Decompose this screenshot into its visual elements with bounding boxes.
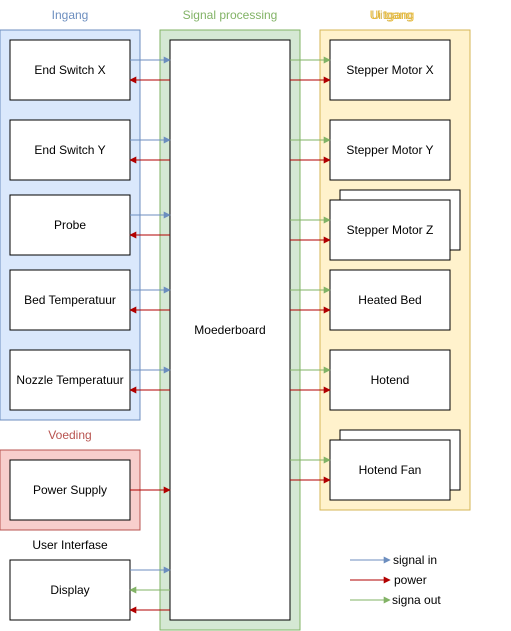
svg-text:Stepper Motor Y: Stepper Motor Y [346,143,433,157]
display-box: Display [9,559,131,621]
output-box-stepper-motor-z: Stepper Motor Z [329,189,461,261]
svg-text:Stepper Motor Z: Stepper Motor Z [347,223,434,237]
output-box-stepper-motor-x: Stepper Motor X [329,39,451,101]
svg-text:signal in: signal in [393,553,437,567]
output-box-hotend: Hotend [329,349,451,411]
svg-text:signa out: signa out [392,593,441,607]
svg-text:Nozzle Temperatuur: Nozzle Temperatuur [16,373,123,387]
input-box-probe: Probe [9,194,131,256]
svg-text:Heated Bed: Heated Bed [358,293,421,307]
input-box-bed-temperatuur: Bed Temperatuur [9,269,131,331]
uitgang-title-overlap: Ui tgang [370,8,415,22]
svg-text:power: power [394,573,427,587]
ingang-title: Ingang [52,8,89,22]
svg-text:End Switch Y: End Switch Y [34,143,105,157]
moederboard-box: Moederboard [169,39,291,621]
svg-text:End Switch X: End Switch X [34,63,105,77]
svg-text:Hotend Fan: Hotend Fan [359,463,422,477]
legend-item-signal-out: signa out [350,593,441,607]
power-supply-box: Power Supply [9,459,131,521]
signal-processing-title: Signal processing [183,8,278,22]
legend-item-signal-in: signal in [350,553,437,567]
svg-text:Power Supply: Power Supply [33,483,107,497]
voeding-title: Voeding [48,428,91,442]
legend: signal in power signa out [350,553,441,607]
svg-text:Bed Temperatuur: Bed Temperatuur [24,293,116,307]
output-box-hotend-fan: Hotend Fan [329,429,461,501]
output-box-stepper-motor-y: Stepper Motor Y [329,119,451,181]
input-box-nozzle-temperatuur: Nozzle Temperatuur [9,349,131,411]
svg-text:Stepper Motor X: Stepper Motor X [346,63,433,77]
svg-text:Probe: Probe [54,218,86,232]
svg-text:Moederboard: Moederboard [194,323,265,337]
user-interface-title: User Interfase [32,538,108,552]
input-box-end-switch-y: End Switch Y [9,119,131,181]
legend-item-power: power [350,573,427,587]
svg-text:Hotend: Hotend [371,373,410,387]
svg-text:Display: Display [50,583,89,597]
uitgang-title: Uitgang [371,8,412,22]
output-box-heated-bed: Heated Bed [329,269,451,331]
input-box-end-switch-x: End Switch X [9,39,131,101]
